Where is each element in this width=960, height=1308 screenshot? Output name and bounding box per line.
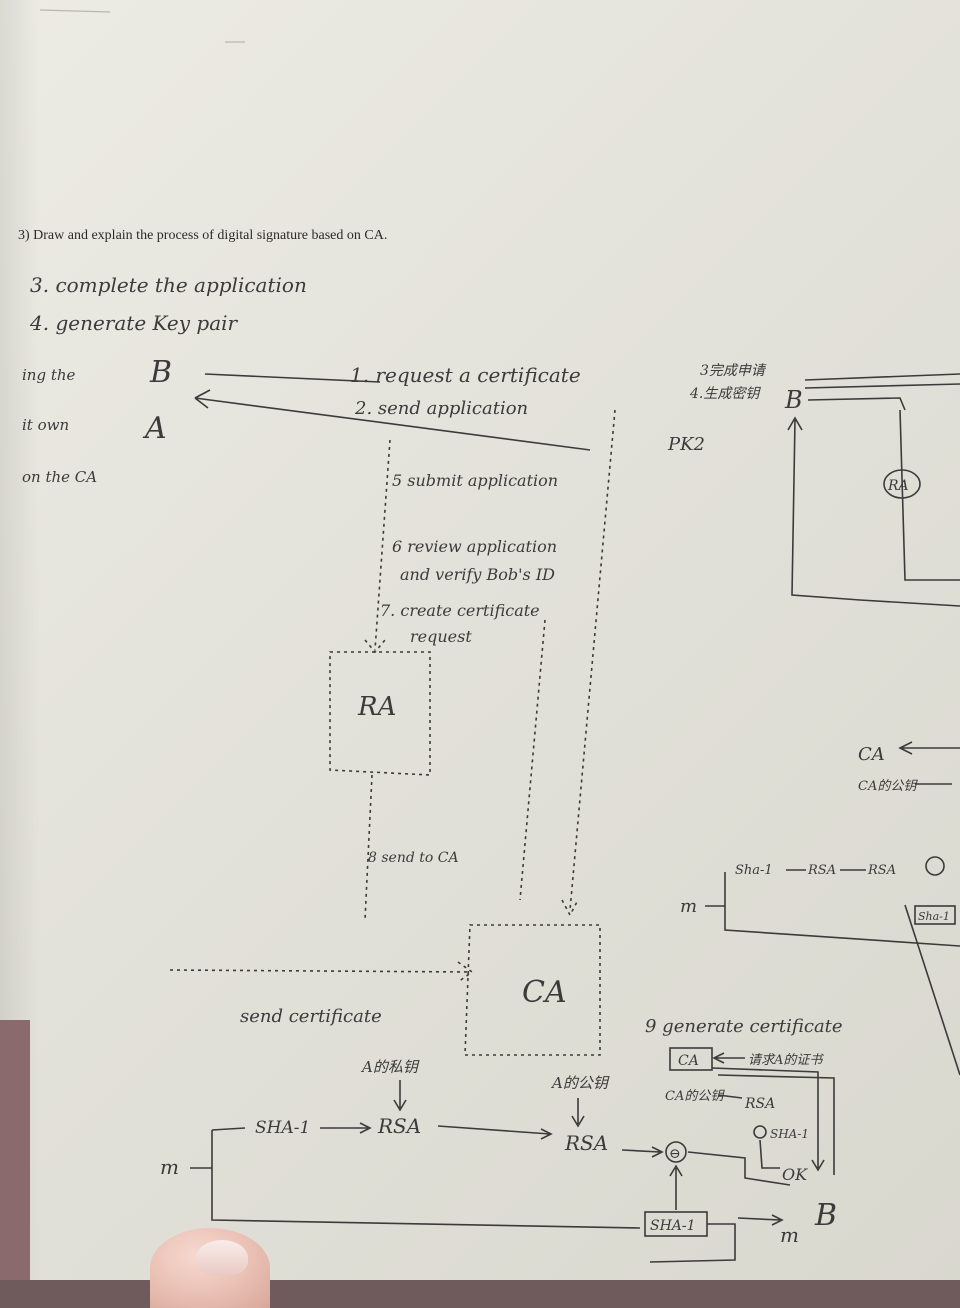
mini-ok: OK xyxy=(782,1165,808,1184)
entity-a: A xyxy=(142,411,167,446)
label-private-key: A的私钥 xyxy=(360,1058,420,1076)
right-loop xyxy=(787,416,960,607)
right-diagonal xyxy=(904,904,960,1076)
right-sha: Sha-1 xyxy=(735,863,773,878)
right-b: B xyxy=(784,386,803,414)
label-step6a: 6 review application xyxy=(392,537,557,556)
background-fabric xyxy=(0,1020,30,1280)
mini-ca-label: CA xyxy=(678,1053,699,1069)
right-note-1: 3完成申请 xyxy=(700,363,767,379)
mini-rsa: RSA xyxy=(744,1096,775,1112)
right-m: m xyxy=(680,896,697,917)
right-ra-circle xyxy=(883,469,921,499)
right-ca-pub: CA的公钥 xyxy=(858,779,918,794)
arrow-rsa-compare xyxy=(621,1146,664,1158)
note-step4: 4. generate Key pair xyxy=(29,311,239,335)
label-sha1: SHA-1 xyxy=(255,1118,310,1138)
arrow-rsa-rsa xyxy=(437,1125,553,1140)
right-inner-loop xyxy=(899,409,960,581)
dashed-to-ca xyxy=(569,409,616,911)
label-rsa-1: RSA xyxy=(377,1114,421,1138)
mini-compare xyxy=(753,1125,767,1139)
compare-symbol: ⊖ xyxy=(669,1146,681,1162)
arrow-private-key xyxy=(393,1080,407,1112)
note-left-3: on the CA xyxy=(22,468,97,486)
label-step1: 1. request a certificate xyxy=(350,363,581,387)
right-ca-arrow xyxy=(898,741,960,755)
dashed-ra-to-ca xyxy=(364,774,373,921)
arrow-send-application xyxy=(194,389,591,451)
line-sha-box-out xyxy=(649,1214,784,1263)
label-rsa-2: RSA xyxy=(564,1131,608,1155)
mini-ca-pub: CA的公钥 xyxy=(665,1089,725,1104)
label-step8: 8 send to CA xyxy=(368,850,459,866)
right-compare xyxy=(925,856,945,876)
label-out-m: m xyxy=(780,1223,799,1247)
label-step5: 5 submit application xyxy=(392,471,558,490)
label-m: m xyxy=(160,1155,179,1179)
mini-ca-box xyxy=(669,1047,713,1071)
right-sha-box-label: Sha-1 xyxy=(918,910,950,923)
handwritten-diagram: 3. complete the application 4. generate … xyxy=(22,9,960,1263)
mini-line-right xyxy=(711,1067,825,1172)
note-step3: 3. complete the application xyxy=(30,273,307,297)
mini-arrow-pub xyxy=(717,1094,743,1099)
label-step7a: 7. create certificate xyxy=(380,601,540,620)
mini-arrow-request xyxy=(712,1052,745,1064)
ca-box xyxy=(464,924,601,1056)
arrow-request xyxy=(204,373,381,383)
label-step6b: and verify Bob's ID xyxy=(400,565,555,584)
right-sha-box xyxy=(914,905,956,925)
right-ca: CA xyxy=(858,744,885,765)
entity-b: B xyxy=(149,355,172,390)
right-pk: PK2 xyxy=(667,434,705,455)
mini-sha: SHA-1 xyxy=(770,1127,809,1141)
right-rsa-1: RSA xyxy=(807,863,836,878)
label-step2: 2. send application xyxy=(354,398,528,419)
label-out-b: B xyxy=(814,1198,837,1233)
mini-line-outer xyxy=(717,1074,835,1175)
right-rsa-2: RSA xyxy=(867,863,896,878)
dashed-line xyxy=(519,619,546,901)
right-lines xyxy=(804,373,960,411)
mini-ca-note: 请求A的证书 xyxy=(748,1053,824,1068)
compare-circle xyxy=(665,1141,687,1163)
label-step7b: request xyxy=(410,627,472,646)
question-text: 3) Draw and explain the process of digit… xyxy=(18,228,388,243)
thumbnail-nail xyxy=(196,1240,248,1276)
right-ra: RA xyxy=(887,478,909,494)
arrow-send-certificate xyxy=(169,961,474,983)
mini-line-ok xyxy=(759,1139,780,1169)
label-step9: 9 generate certificate xyxy=(645,1016,843,1037)
arrow-sha-rsa xyxy=(320,1122,372,1134)
paper-sheet: 3) Draw and explain the process of digit… xyxy=(0,0,960,1280)
dashed-to-ra xyxy=(374,439,391,651)
dashed-arrowhead xyxy=(364,639,386,654)
note-left-2: it own xyxy=(22,416,69,434)
ra-label: RA xyxy=(357,692,396,722)
label-public-key: A的公钥 xyxy=(550,1074,610,1092)
right-branch xyxy=(705,872,960,947)
line-compare-out xyxy=(687,1151,791,1186)
label-send-cert: send certificate xyxy=(240,1006,382,1027)
right-note-2: 4.生成密钥 xyxy=(689,386,761,402)
line-m-bottom xyxy=(211,1200,641,1229)
dashed-arrowhead xyxy=(561,899,579,917)
arrow-public-key xyxy=(571,1098,585,1128)
top-mark xyxy=(39,9,111,13)
note-left-1: ing the xyxy=(22,366,76,384)
branch-m xyxy=(190,1127,246,1200)
sha-box-label: SHA-1 xyxy=(650,1218,696,1234)
arrow-hash-compare xyxy=(669,1164,683,1210)
ca-label: CA xyxy=(522,975,567,1010)
